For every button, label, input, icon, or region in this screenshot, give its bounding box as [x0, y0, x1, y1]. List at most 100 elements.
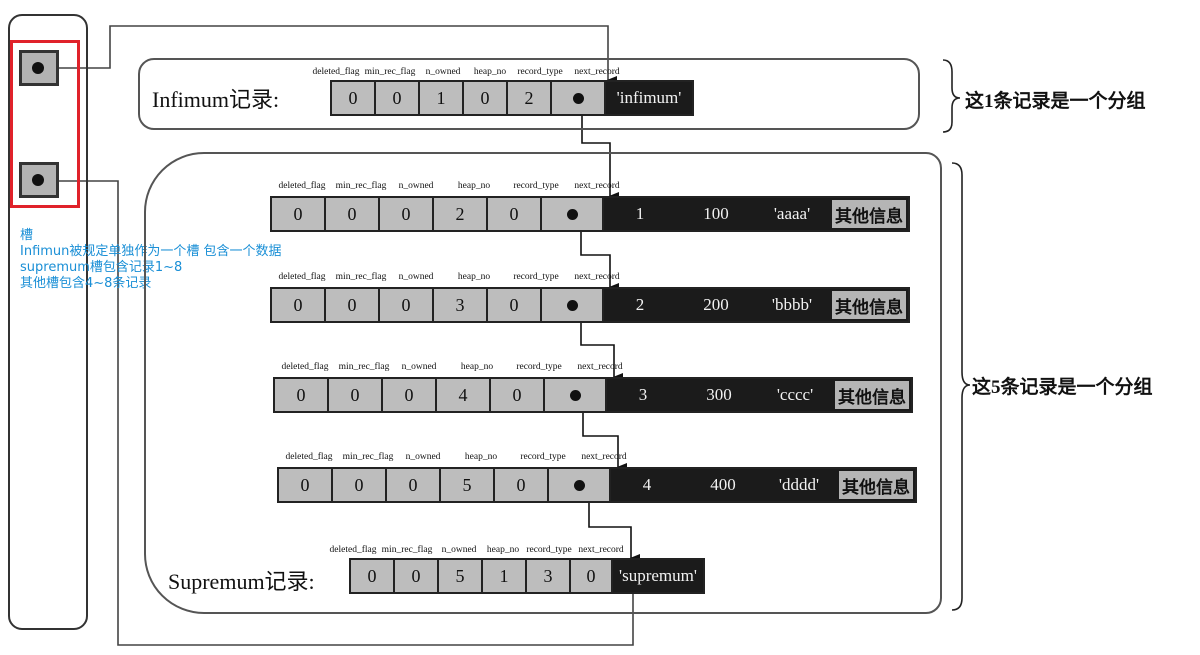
field-header: min_rec_flag [342, 452, 394, 462]
record-num: 400 [710, 475, 736, 494]
field-next-record [549, 469, 611, 501]
header-n-owned: n_owned [425, 67, 461, 77]
field-header: heap_no [464, 452, 498, 462]
field-header: deleted_flag [278, 181, 326, 191]
field-next-record [552, 82, 606, 114]
next-record-pointer-dot [566, 208, 578, 220]
record-id: 4 [642, 475, 652, 494]
field-heap-no: 0 [464, 82, 508, 114]
field-header: record_type [516, 362, 562, 372]
header-heap-no: heap_no [486, 545, 520, 555]
field-header: heap_no [457, 272, 491, 282]
field-n-owned: 0 [387, 469, 441, 501]
header-next-record: next_record [578, 545, 624, 555]
field-heap-no: 5 [441, 469, 495, 501]
record-id: 3 [638, 385, 648, 404]
field-header: n_owned [398, 181, 434, 191]
infimum-group-box [138, 58, 920, 130]
supremum-label: Supremum记录: [168, 569, 315, 594]
header-record-type: record_type [517, 67, 563, 77]
header-deleted-flag: deleted_flag [329, 545, 377, 555]
field-header: next_record [574, 181, 620, 191]
supremum-record[interactable]: 0 0 5 1 3 0 'supremum' [349, 558, 705, 594]
annotation-line: Infimun被规定单独作为一个槽 包含一个数据 [20, 244, 282, 259]
field-header: heap_no [457, 181, 491, 191]
field-header: min_rec_flag [335, 181, 387, 191]
field-record-type: 2 [508, 82, 552, 114]
field-record-type: 0 [495, 469, 549, 501]
field-heap-no: 4 [437, 379, 491, 411]
slot-2[interactable] [19, 162, 59, 198]
record-id: 2 [635, 295, 645, 314]
record-other-info: 其他信息 [835, 381, 909, 409]
field-min-rec-flag: 0 [329, 379, 383, 411]
slot-pointer-dot [32, 174, 44, 186]
record-num: 300 [706, 385, 732, 404]
record-num: 100 [703, 204, 729, 223]
field-n-owned: 0 [380, 289, 434, 321]
field-heap-no: 3 [434, 289, 488, 321]
field-header: record_type [520, 452, 566, 462]
field-header: next_record [574, 272, 620, 282]
header-deleted-flag: deleted_flag [312, 67, 360, 77]
field-header: next_record [577, 362, 623, 372]
header-next-record: next_record [574, 67, 620, 77]
slot-1[interactable] [19, 50, 59, 86]
infimum-record[interactable]: 0 0 1 0 2 'infimum' [330, 80, 694, 116]
brace-group1 [942, 59, 961, 133]
supremum-field-headers: deleted_flag min_rec_flag n_owned heap_n… [327, 545, 627, 555]
record-id: 1 [635, 204, 645, 223]
field-header: deleted_flag [285, 452, 333, 462]
slot-pointer-dot [32, 62, 44, 74]
next-record-pointer-dot [572, 92, 584, 104]
field-header: n_owned [405, 452, 441, 462]
field-deleted-flag: 0 [272, 198, 326, 230]
infimum-payload: 'infimum' [616, 88, 682, 107]
field-min-rec-flag: 0 [376, 82, 420, 114]
field-header: n_owned [398, 272, 434, 282]
record-other-info: 其他信息 [832, 200, 906, 228]
record-str: 'dddd' [778, 475, 820, 494]
field-heap-no: 1 [483, 560, 527, 592]
next-record-pointer-dot [569, 389, 581, 401]
header-n-owned: n_owned [441, 545, 477, 555]
field-next-record [545, 379, 607, 411]
field-record-type: 0 [491, 379, 545, 411]
field-n-owned: 0 [380, 198, 434, 230]
field-min-rec-flag: 0 [326, 198, 380, 230]
field-n-owned: 5 [439, 560, 483, 592]
header-heap-no: heap_no [473, 67, 507, 77]
field-deleted-flag: 0 [275, 379, 329, 411]
field-deleted-flag: 0 [272, 289, 326, 321]
field-deleted-flag: 0 [332, 82, 376, 114]
record-field-headers: deleted_flag min_rec_flag n_owned heap_no re… [272, 181, 628, 191]
field-next-record [542, 198, 604, 230]
supremum-group-box [144, 152, 942, 614]
field-deleted-flag: 0 [351, 560, 395, 592]
field-next-record [542, 289, 604, 321]
record-num: 200 [703, 295, 729, 314]
record-field-headers: deleted_flag min_rec_flag n_owned heap_no re… [279, 452, 635, 462]
group2-label: 这5条记录是一个分组 [972, 377, 1153, 398]
field-min-rec-flag: 0 [333, 469, 387, 501]
field-header: next_record [581, 452, 627, 462]
slot-highlight-box [10, 40, 80, 208]
slot-annotation: 槽 Infimun被规定单独作为一个槽 包含一个数据 supremum槽包含记录… [20, 228, 282, 292]
field-record-type: 0 [488, 198, 542, 230]
next-record-pointer-dot [566, 299, 578, 311]
header-min-rec-flag: min_rec_flag [364, 67, 416, 77]
field-header: deleted_flag [281, 362, 329, 372]
record-other-info: 其他信息 [839, 471, 913, 499]
field-next-record: 0 [571, 560, 613, 592]
field-record-type: 3 [527, 560, 571, 592]
field-header: record_type [513, 272, 559, 282]
field-header: record_type [513, 181, 559, 191]
field-header: min_rec_flag [338, 362, 390, 372]
header-record-type: record_type [526, 545, 572, 555]
field-n-owned: 1 [420, 82, 464, 114]
field-header: heap_no [460, 362, 494, 372]
